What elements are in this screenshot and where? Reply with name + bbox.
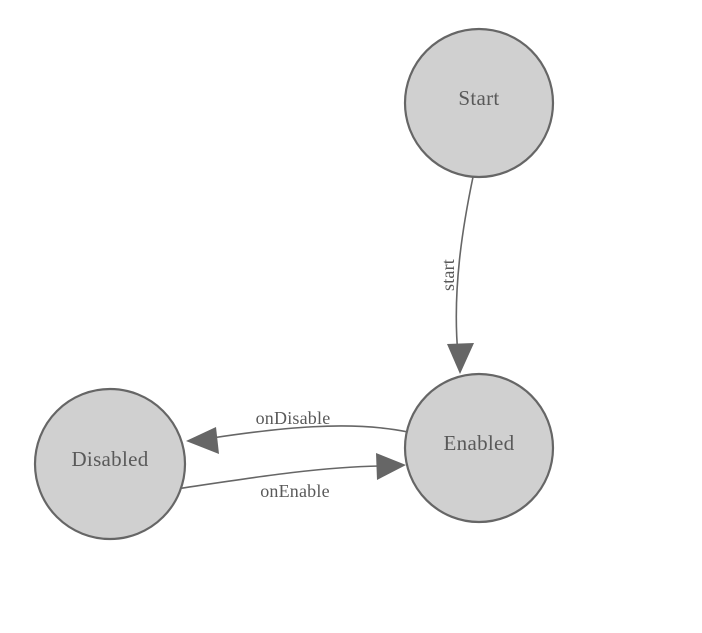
edge-path-enabled-to-disabled (211, 425, 409, 439)
edge-enabled-to-disabled[interactable]: onDisable (186, 408, 409, 454)
node-start-label: Start (458, 86, 499, 110)
node-start-circle (403, 27, 555, 179)
edge-label-ondisable: onDisable (256, 408, 331, 428)
edge-label-onenable: onEnable (260, 481, 330, 501)
node-enabled[interactable]: Enabled (403, 372, 555, 524)
edge-path-start-to-enabled (455, 176, 474, 356)
arrowhead-disabled-to-enabled (376, 453, 406, 480)
node-disabled-circle (33, 387, 187, 541)
edge-label-start: start (438, 259, 458, 291)
node-disabled-label: Disabled (71, 447, 148, 471)
arrowhead-start-to-enabled (447, 343, 474, 374)
node-enabled-circle (403, 372, 555, 524)
node-enabled-label: Enabled (444, 431, 515, 455)
edge-start-to-enabled[interactable]: start (438, 176, 474, 374)
edge-path-disabled-to-enabled (175, 465, 381, 490)
arrowhead-enabled-to-disabled (186, 427, 219, 454)
edge-disabled-to-enabled[interactable]: onEnable (175, 453, 406, 501)
node-disabled[interactable]: Disabled (33, 387, 187, 541)
node-start[interactable]: Start (403, 27, 555, 179)
